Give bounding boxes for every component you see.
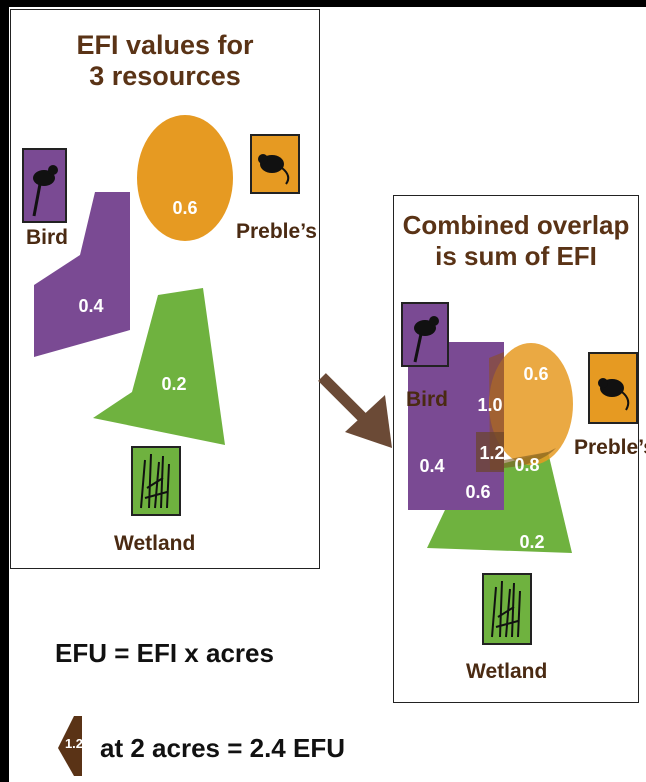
bird-area-shape (34, 192, 130, 357)
prebles-label-combined: Preble’s (574, 436, 646, 459)
combined-wetland-value: 0.2 (519, 532, 545, 552)
prebles-area-shape (137, 115, 233, 241)
overlap-prebles-wetland (504, 448, 556, 468)
prebles-mouse-icon (250, 134, 300, 194)
right-title-line2: is sum of EFI (435, 241, 597, 271)
bird-icon (22, 148, 67, 223)
combined-bird-value: 0.4 (419, 456, 445, 476)
bird-prebles-overlap-value: 1.0 (477, 395, 503, 415)
efu-badge-shape (58, 716, 82, 776)
combined-prebles-value: 0.6 (523, 364, 549, 384)
wetland-label-combined: Wetland (466, 660, 548, 683)
left-panel-title: EFI values for 3 resources (40, 30, 290, 92)
top-border (0, 0, 646, 7)
prebles-value: 0.6 (172, 198, 198, 218)
bird-label-combined: Bird (406, 388, 448, 411)
wetland-area-shape (93, 288, 225, 445)
left-border (0, 0, 9, 782)
prebles-wetland-overlap-value: 0.8 (514, 455, 540, 475)
right-panel-title: Combined overlap is sum of EFI (396, 210, 636, 272)
transition-arrow (318, 373, 392, 448)
all-overlap-value: 1.2 (479, 443, 505, 463)
wetland-value: 0.2 (161, 374, 187, 394)
bird-wetland-overlap-value: 0.6 (465, 482, 491, 502)
wetland-icon-combined (482, 573, 532, 645)
prebles-label: Preble’s (236, 220, 317, 243)
combined-prebles-shape (489, 343, 573, 465)
left-title-line2: 3 resources (89, 61, 241, 91)
wetland-label: Wetland (114, 532, 196, 555)
wetland-icon (131, 446, 181, 516)
overlap-center (476, 432, 504, 472)
prebles-mouse-icon-combined (588, 352, 638, 424)
combined-bird-shape (408, 342, 504, 510)
bird-icon-combined (401, 302, 449, 367)
left-title-line1: EFI values for (76, 30, 254, 60)
right-title-line1: Combined overlap (402, 210, 630, 240)
efu-example: at 2 acres = 2.4 EFU (100, 733, 345, 763)
efu-formula: EFU = EFI x acres (55, 638, 274, 668)
bird-label: Bird (26, 226, 68, 249)
bird-value: 0.4 (78, 296, 104, 316)
efu-badge-value: 1.2 (64, 736, 84, 751)
